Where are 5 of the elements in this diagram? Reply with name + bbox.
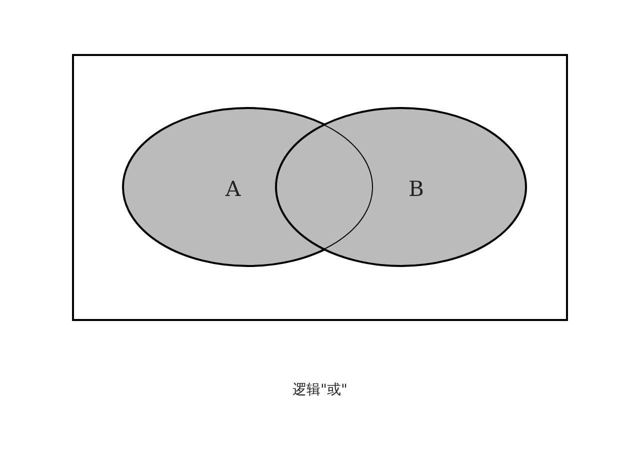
caption: 逻辑"或" (292, 382, 348, 398)
set-label: A (226, 178, 241, 201)
set-label: B (408, 178, 424, 201)
universe-frame (72, 54, 568, 321)
set-ellipse (275, 107, 527, 267)
